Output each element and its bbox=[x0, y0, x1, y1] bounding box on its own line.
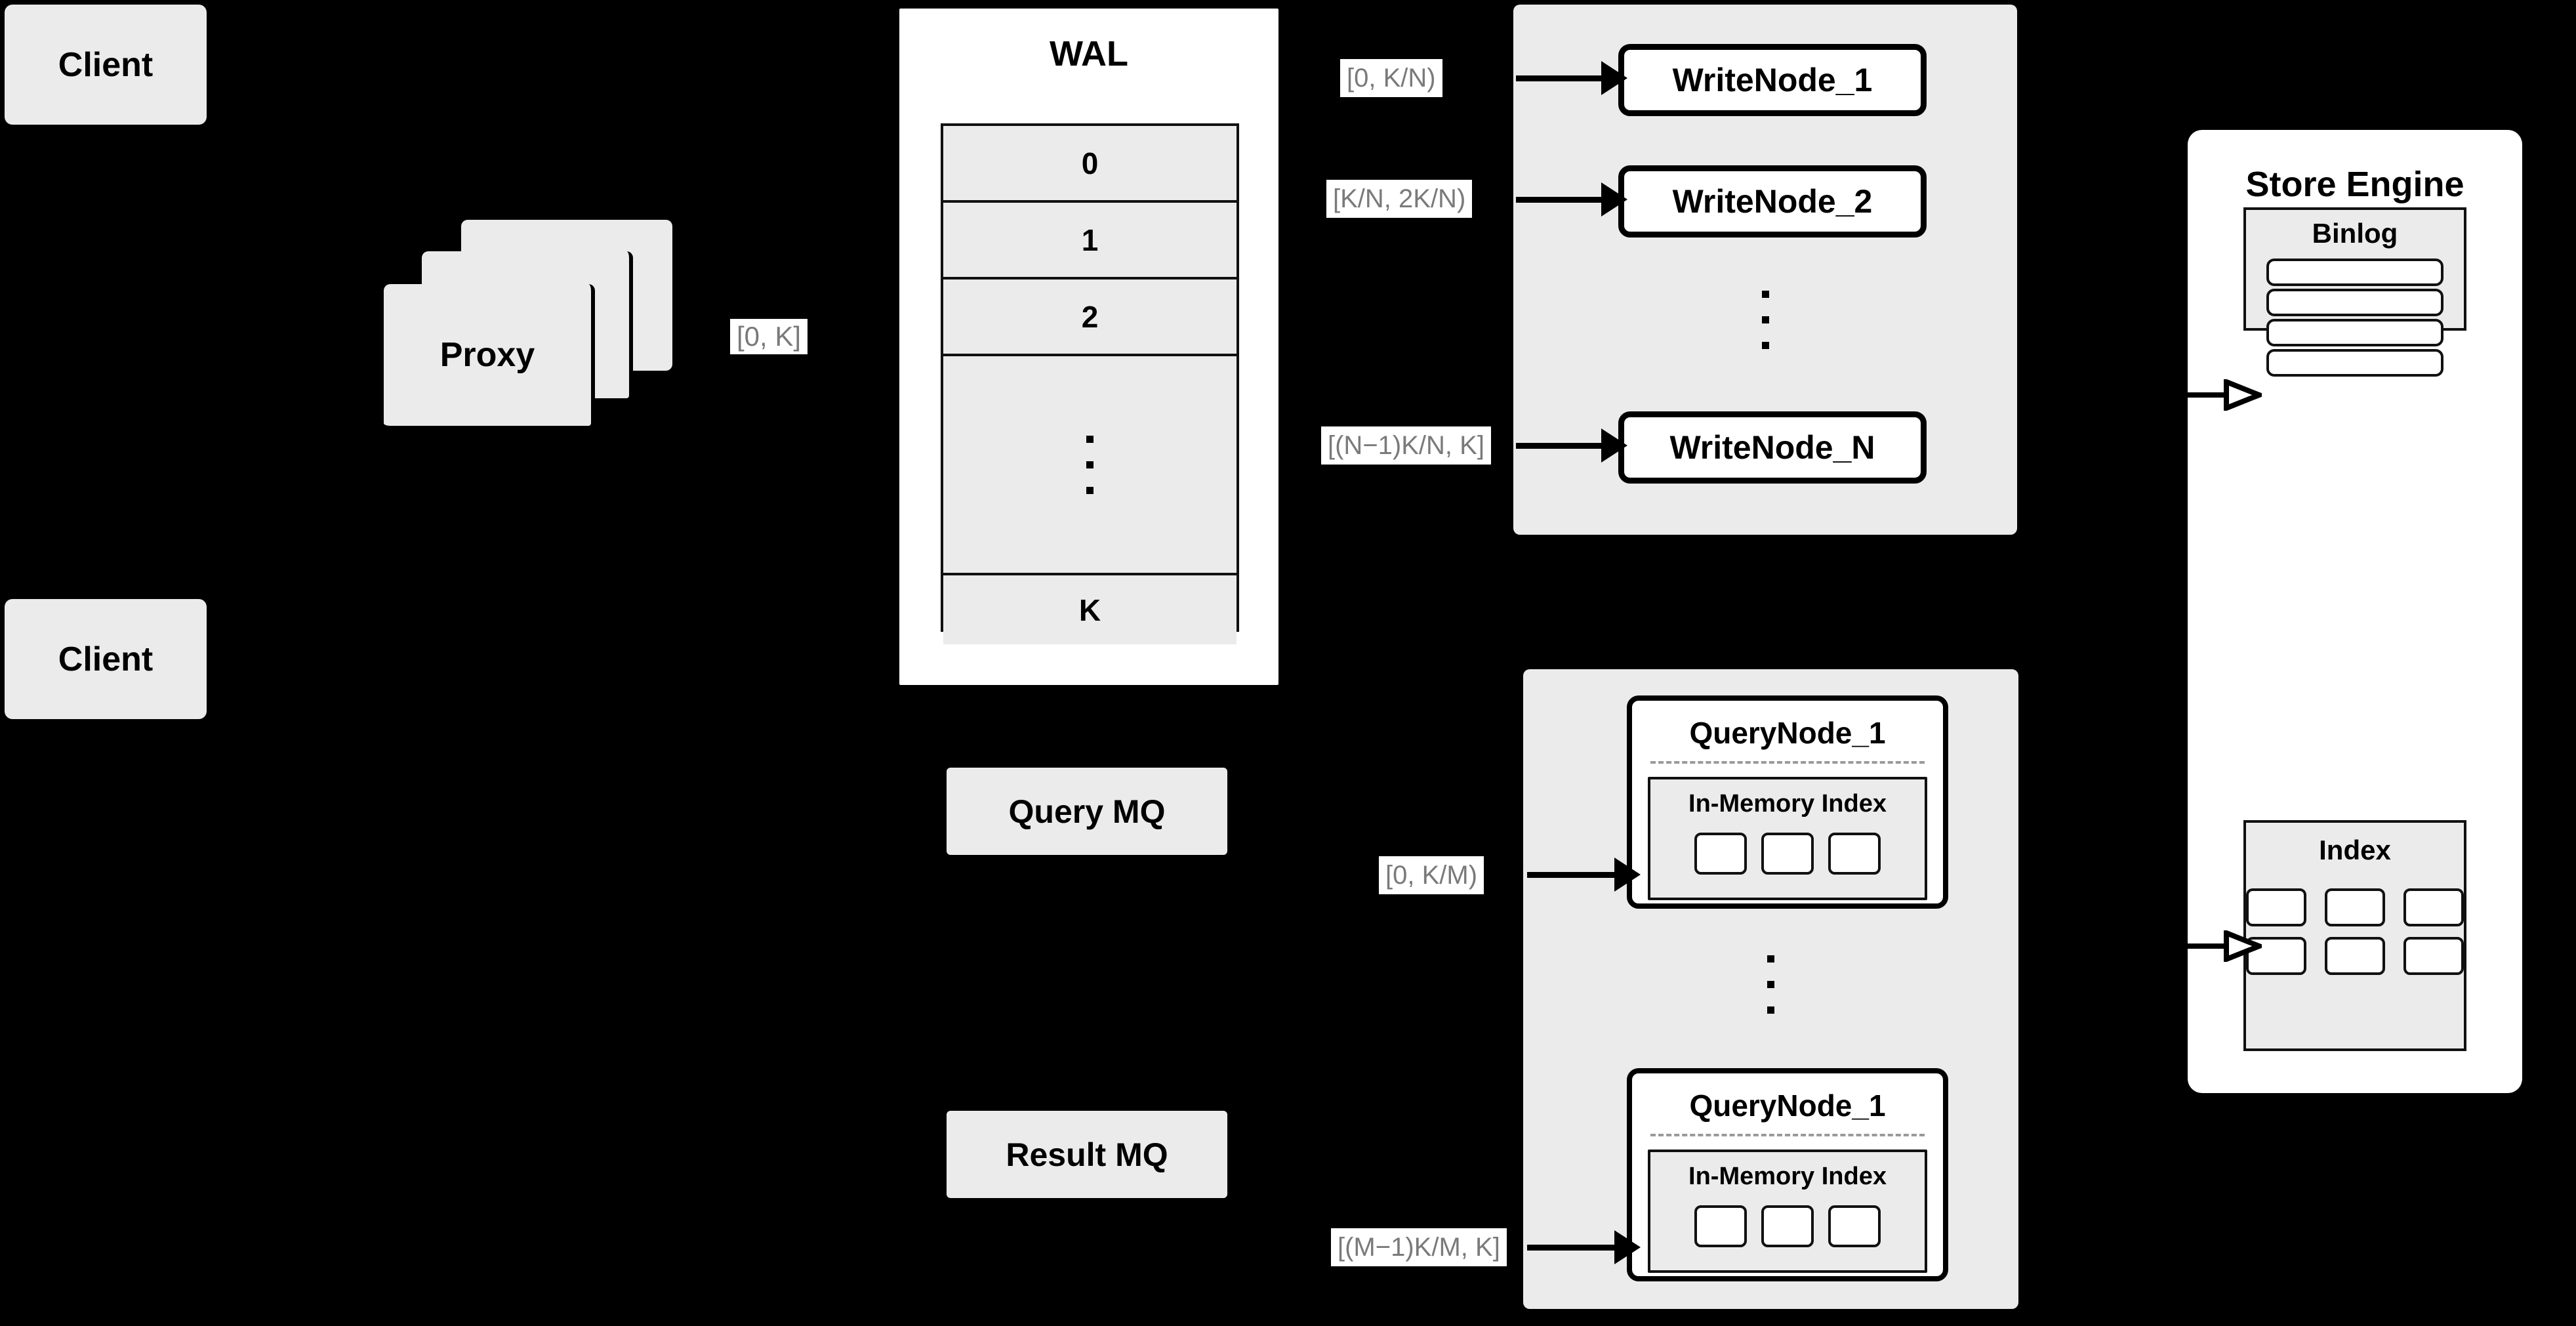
proxy-label: Proxy bbox=[440, 336, 535, 374]
write-node-group: WriteNode_1 WriteNode_2 WriteNode_N bbox=[1513, 5, 2017, 535]
write-node-2-range-label: [K/N, 2K/N) bbox=[1326, 180, 1473, 218]
arrow-head-hollow-icon bbox=[2224, 379, 2262, 411]
arrow-head-hollow-icon bbox=[2224, 930, 2262, 962]
write-node-n[interactable]: WriteNode_N bbox=[1618, 411, 1927, 484]
index-chip[interactable] bbox=[2325, 888, 2385, 926]
index-chip[interactable] bbox=[1694, 833, 1747, 875]
client-label: Client bbox=[58, 45, 153, 84]
binlog-bar[interactable] bbox=[2266, 259, 2443, 286]
index-block: Index bbox=[2243, 820, 2466, 1051]
query-node-title: QueryNode_1 bbox=[1689, 716, 1886, 750]
proxy-stack[interactable]: Proxy bbox=[384, 220, 672, 430]
proxy-card-front[interactable]: Proxy bbox=[384, 284, 595, 430]
arrow-head-icon bbox=[1601, 428, 1627, 463]
query-mq-label: Query MQ bbox=[1008, 793, 1166, 830]
query-mq-box[interactable]: Query MQ bbox=[947, 768, 1227, 855]
client-label: Client bbox=[58, 640, 153, 678]
arrow-head-icon bbox=[1614, 858, 1641, 892]
arrow-to-write-node-n bbox=[1516, 428, 1627, 463]
arrow-line bbox=[2186, 392, 2226, 398]
wal-panel: WAL 0 1 2 K bbox=[895, 5, 1282, 689]
binlog-block: Binlog bbox=[2243, 207, 2466, 377]
arrow-head-icon bbox=[1601, 61, 1627, 95]
binlog-bar[interactable] bbox=[2266, 289, 2443, 316]
index-chip[interactable] bbox=[1828, 1205, 1881, 1247]
wal-row[interactable]: K bbox=[943, 575, 1237, 644]
write-node-n-range-label: [(N−1)K/N, K] bbox=[1321, 426, 1491, 465]
query-node-divider bbox=[1650, 761, 1925, 764]
write-node-1[interactable]: WriteNode_1 bbox=[1618, 44, 1927, 116]
index-title: Index bbox=[2319, 835, 2391, 865]
store-engine-title: Store Engine bbox=[2245, 165, 2464, 204]
index-chip[interactable] bbox=[1761, 1205, 1814, 1247]
arrow-head-icon bbox=[1601, 182, 1627, 217]
arrow-to-index bbox=[2186, 926, 2264, 966]
in-memory-index-box: In-Memory Index bbox=[1648, 1150, 1927, 1273]
result-mq-box[interactable]: Result MQ bbox=[947, 1111, 1227, 1198]
query-node-ellipsis-icon bbox=[1523, 932, 2018, 1037]
proxy-to-wal-range-label: [0, K] bbox=[730, 319, 808, 354]
arrow-to-write-node-2 bbox=[1516, 182, 1627, 217]
arrow-line bbox=[1516, 196, 1601, 203]
wal-row[interactable]: 1 bbox=[943, 203, 1237, 280]
arrow-to-query-node-2 bbox=[1527, 1230, 1642, 1264]
index-chip[interactable] bbox=[2325, 937, 2385, 975]
result-mq-label: Result MQ bbox=[1006, 1136, 1168, 1173]
binlog-bar[interactable] bbox=[2266, 349, 2443, 377]
store-engine-panel: Store Engine Binlog Index bbox=[2188, 130, 2522, 1093]
query-node-2[interactable]: QueryNode_1 In-Memory Index bbox=[1627, 1068, 1948, 1281]
arrow-line bbox=[1516, 75, 1601, 81]
vertical-ellipsis-icon bbox=[1086, 426, 1094, 503]
arrow-head-icon bbox=[1614, 1230, 1641, 1264]
index-chip[interactable] bbox=[2403, 888, 2464, 926]
index-chip[interactable] bbox=[1761, 833, 1814, 875]
query-node-2-range-label: [(M−1)K/M, K] bbox=[1331, 1228, 1507, 1266]
index-chip[interactable] bbox=[1828, 833, 1881, 875]
index-chip[interactable] bbox=[1694, 1205, 1747, 1247]
wal-table: 0 1 2 K bbox=[941, 123, 1239, 644]
arrow-line bbox=[1527, 1244, 1614, 1251]
query-node-title: QueryNode_1 bbox=[1689, 1088, 1886, 1123]
index-chip-row bbox=[1650, 1205, 1924, 1247]
arrow-line bbox=[2186, 943, 2226, 949]
client-box-1[interactable]: Client bbox=[5, 5, 207, 125]
index-chip-row bbox=[2246, 888, 2464, 926]
write-node-ellipsis-icon bbox=[1513, 267, 2017, 372]
index-chip[interactable] bbox=[2246, 888, 2306, 926]
arrow-to-binlog bbox=[2186, 375, 2264, 415]
write-node-2[interactable]: WriteNode_2 bbox=[1618, 165, 1927, 238]
wal-title: WAL bbox=[1050, 34, 1128, 73]
in-memory-index-title: In-Memory Index bbox=[1688, 790, 1887, 818]
client-box-2[interactable]: Client bbox=[5, 599, 207, 719]
in-memory-index-box: In-Memory Index bbox=[1648, 777, 1927, 900]
arrow-to-query-node-1 bbox=[1527, 858, 1642, 892]
write-node-1-range-label: [0, K/N) bbox=[1340, 59, 1442, 97]
arrow-line bbox=[1527, 871, 1614, 878]
index-chip-row bbox=[2246, 937, 2464, 975]
wal-row[interactable]: 2 bbox=[943, 280, 1237, 356]
in-memory-index-title: In-Memory Index bbox=[1688, 1163, 1887, 1190]
binlog-bar[interactable] bbox=[2266, 319, 2443, 346]
binlog-title: Binlog bbox=[2312, 218, 2398, 249]
query-node-1[interactable]: QueryNode_1 In-Memory Index bbox=[1627, 695, 1948, 909]
query-node-group: QueryNode_1 In-Memory Index QueryNode_1 … bbox=[1523, 669, 2018, 1309]
wal-row[interactable]: 0 bbox=[943, 126, 1237, 203]
index-chip[interactable] bbox=[2403, 937, 2464, 975]
index-chip-row bbox=[1650, 833, 1924, 875]
query-node-divider bbox=[1650, 1134, 1925, 1136]
arrow-line bbox=[1516, 442, 1601, 449]
arrow-to-write-node-1 bbox=[1516, 61, 1627, 95]
wal-row-ellipsis bbox=[943, 356, 1237, 575]
query-node-1-range-label: [0, K/M) bbox=[1379, 856, 1484, 894]
